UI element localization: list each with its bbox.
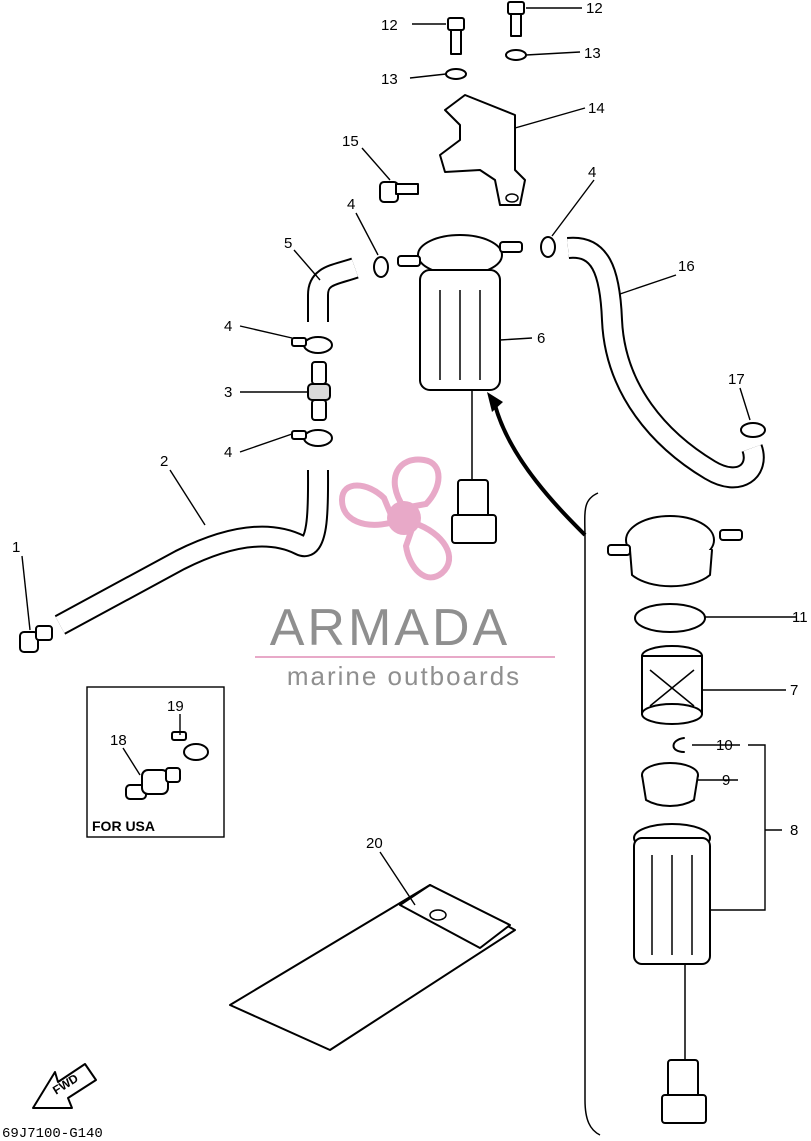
callout-1: 1 bbox=[12, 539, 20, 556]
callout-10: 10 bbox=[716, 737, 733, 754]
callout-7: 7 bbox=[790, 682, 798, 699]
callout-4-b: 4 bbox=[224, 444, 232, 461]
watermark-title: ARMADA bbox=[270, 599, 510, 657]
part-8-filter-cup bbox=[633, 823, 711, 1124]
callout-13-a: 13 bbox=[381, 71, 398, 88]
armada-watermark: ARMADA marine outboards bbox=[255, 456, 555, 691]
callout-2: 2 bbox=[160, 453, 168, 470]
part-9-float bbox=[641, 762, 699, 807]
propeller-logo-icon bbox=[338, 456, 453, 581]
part-6-fuel-filter bbox=[397, 234, 523, 544]
part-4-clip-c bbox=[373, 256, 389, 278]
detail-arrow bbox=[493, 404, 587, 537]
diagram-code: 69J7100-G140 bbox=[2, 1126, 103, 1141]
callout-19: 19 bbox=[167, 698, 184, 715]
part-11-o-ring bbox=[634, 603, 706, 633]
part-3-connector bbox=[307, 361, 331, 421]
part-4-clip-b bbox=[291, 429, 333, 447]
for-usa-inset: FOR USA bbox=[86, 686, 225, 838]
detail-filter-cap bbox=[607, 515, 743, 588]
hose-16 bbox=[566, 236, 765, 489]
part-7-filter-element bbox=[641, 645, 703, 725]
hose-2 bbox=[54, 469, 330, 635]
callout-15: 15 bbox=[342, 133, 359, 150]
callout-6: 6 bbox=[537, 330, 545, 347]
part-12-bolt-left bbox=[447, 17, 465, 55]
part-4-clip-d bbox=[540, 236, 556, 258]
part-19-clip bbox=[171, 731, 209, 761]
callout-5: 5 bbox=[284, 235, 292, 252]
callout-14: 14 bbox=[588, 100, 605, 117]
part-17-clip bbox=[740, 422, 766, 438]
callout-4-a: 4 bbox=[224, 318, 232, 335]
hose-5 bbox=[307, 257, 359, 322]
part-20-tool-pouch bbox=[229, 884, 516, 1051]
part-1-plug bbox=[19, 625, 53, 653]
part-13-washer-right bbox=[505, 49, 527, 61]
part-14-bracket bbox=[439, 94, 526, 206]
callout-4-d: 4 bbox=[588, 164, 596, 181]
callout-16: 16 bbox=[678, 258, 695, 275]
fwd-arrow-icon: FWD bbox=[32, 1063, 97, 1109]
detail-arrowhead bbox=[487, 392, 503, 412]
callout-12-b: 12 bbox=[586, 0, 603, 17]
part-13-washer-left bbox=[445, 68, 467, 80]
part-4-clip-a bbox=[291, 336, 333, 354]
callout-11: 11 bbox=[792, 609, 808, 626]
part-18-fitting bbox=[125, 767, 181, 800]
callout-13-b: 13 bbox=[584, 45, 601, 62]
callout-3: 3 bbox=[224, 384, 232, 401]
leader-lines bbox=[21, 7, 797, 911]
callout-17: 17 bbox=[728, 371, 745, 388]
part-15-screw bbox=[379, 181, 419, 203]
callouts: 1 2 3 4 4 4 4 5 6 16 17 12 12 13 13 14 1… bbox=[12, 0, 808, 852]
callout-4-c: 4 bbox=[347, 196, 355, 213]
part-10-retaining-ring bbox=[672, 737, 685, 753]
callout-20: 20 bbox=[366, 835, 383, 852]
callout-9: 9 bbox=[722, 772, 730, 789]
detail-bracket-line bbox=[584, 492, 601, 1136]
callout-12-a: 12 bbox=[381, 17, 398, 34]
callout-8: 8 bbox=[790, 822, 798, 839]
part-12-bolt-right bbox=[507, 1, 525, 37]
watermark-subtitle: marine outboards bbox=[287, 661, 521, 691]
callout-18: 18 bbox=[110, 732, 127, 749]
inset-label: FOR USA bbox=[92, 818, 155, 834]
